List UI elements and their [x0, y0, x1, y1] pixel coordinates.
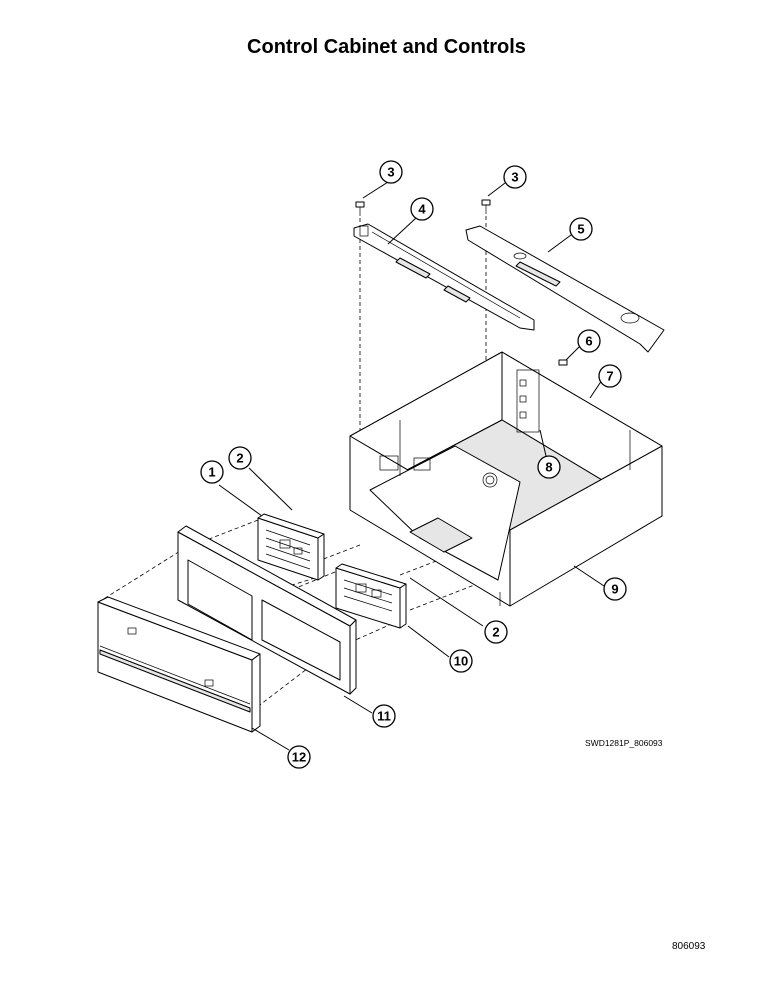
cover-strip-part-5	[465, 225, 665, 353]
svg-text:6: 6	[585, 334, 592, 349]
control-cabinet-part-9	[349, 351, 663, 607]
svg-text:10: 10	[454, 654, 468, 669]
screw-part-3a	[355, 201, 365, 216]
bracket-part-4	[353, 223, 535, 331]
screw-part-6	[558, 359, 568, 366]
callout-5: 5	[569, 217, 593, 241]
callout-11: 11	[372, 704, 396, 728]
control-board-lower-part-10	[335, 563, 407, 629]
svg-text:12: 12	[292, 750, 306, 765]
svg-text:5: 5	[577, 222, 584, 237]
control-board-upper-part-1	[257, 513, 325, 581]
callout-10: 10	[449, 649, 473, 673]
callout-2b: 2	[484, 620, 508, 644]
svg-text:3: 3	[511, 170, 518, 185]
callout-3a: 3	[379, 160, 403, 184]
front-panel-part-12	[97, 596, 261, 733]
callout-3b: 3	[503, 165, 527, 189]
svg-text:7: 7	[606, 369, 613, 384]
callout-8: 8	[537, 455, 561, 479]
callout-6: 6	[577, 329, 601, 353]
page-number: 806093	[672, 941, 706, 952]
screw-part-3b	[481, 199, 491, 214]
callout-4: 4	[410, 197, 434, 221]
svg-text:4: 4	[418, 202, 426, 217]
callout-9: 9	[603, 577, 627, 601]
leader-lines	[218, 181, 605, 751]
callout-1: 1	[200, 460, 224, 484]
panel-frame-part-11	[177, 525, 357, 695]
svg-text:2: 2	[236, 451, 243, 466]
svg-text:8: 8	[545, 460, 552, 475]
svg-text:9: 9	[611, 582, 618, 597]
callout-2a: 2	[228, 446, 252, 470]
svg-text:2: 2	[492, 625, 499, 640]
svg-text:11: 11	[377, 709, 391, 724]
svg-text:3: 3	[387, 165, 394, 180]
callout-7: 7	[598, 364, 622, 388]
drawing-id-label: SWD1281P_806093	[585, 738, 663, 748]
callout-12: 12	[287, 745, 311, 769]
svg-text:1: 1	[208, 465, 215, 480]
page-title: Control Cabinet and Controls	[247, 36, 526, 58]
